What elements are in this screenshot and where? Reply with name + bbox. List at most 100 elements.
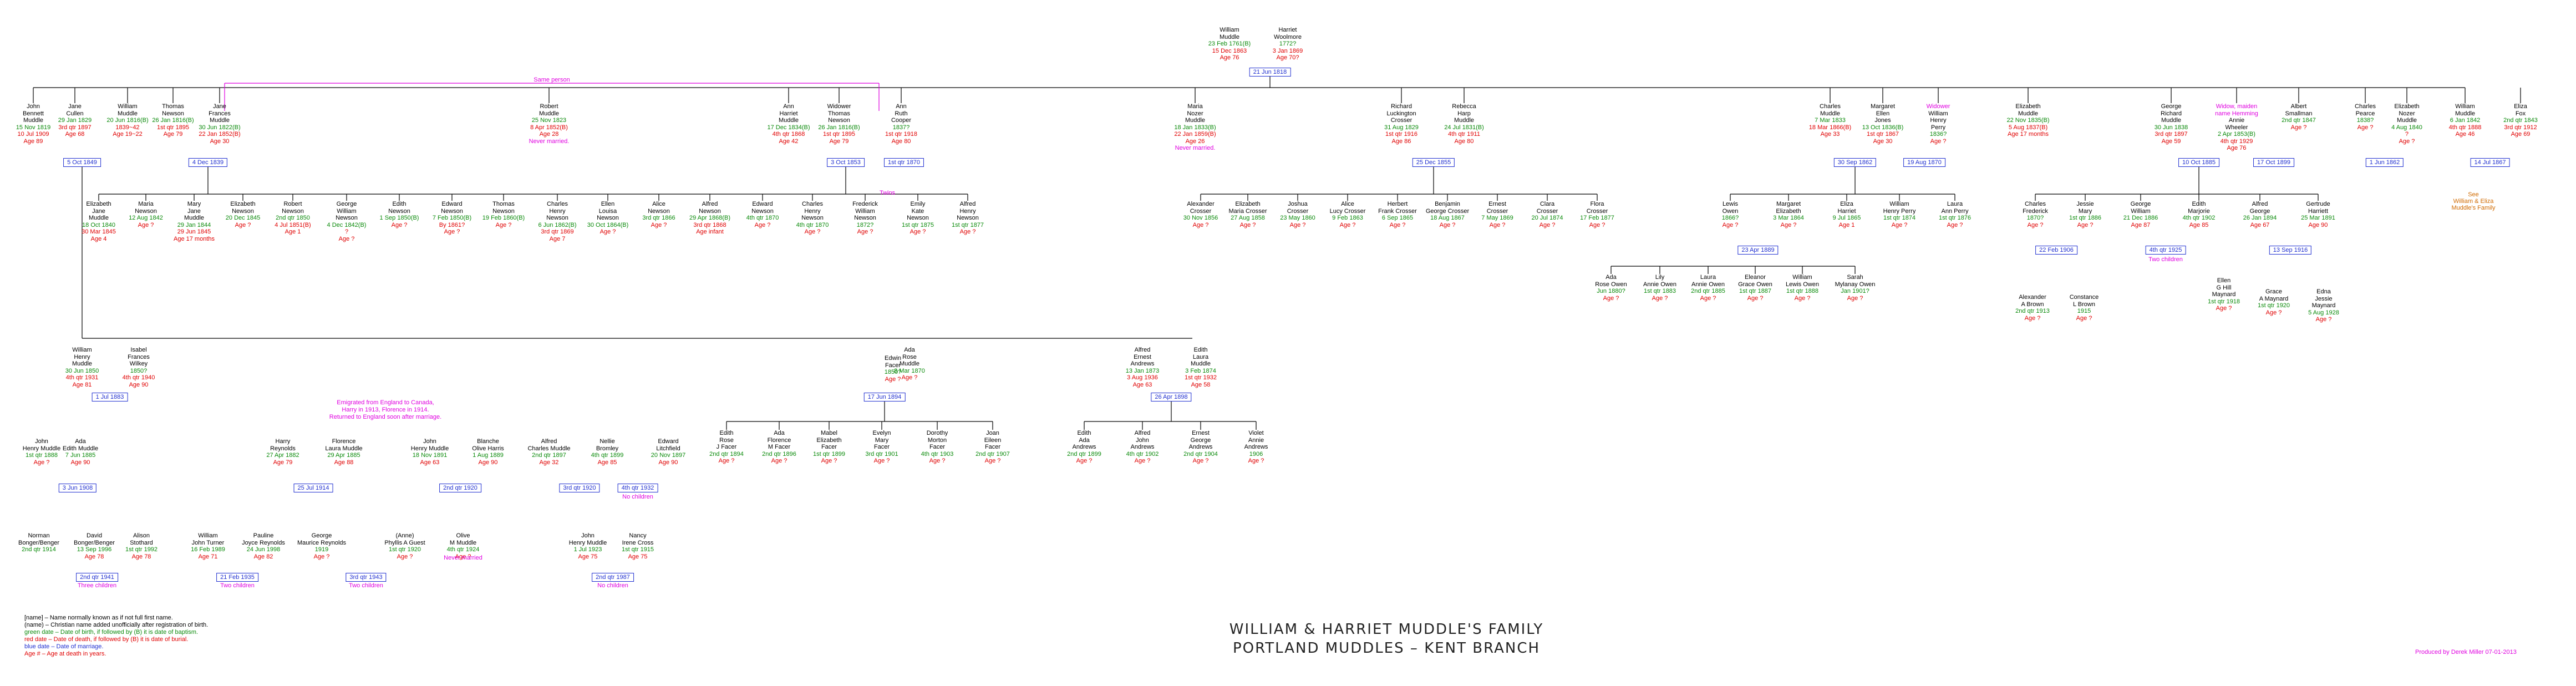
person-detail: Gertrude	[2306, 201, 2330, 207]
person-detail: Muddle	[1185, 117, 1206, 124]
person-detail: Facer	[821, 444, 837, 450]
person-detail: M Muddle	[449, 539, 477, 546]
person-detail: 5 Aug 1837(B)	[2008, 124, 2048, 131]
person-detail: 30 Mar 1845	[82, 228, 116, 235]
person-detail: Age ?	[1847, 294, 1863, 302]
marriage-date-box: 2nd qtr 1941	[76, 573, 118, 582]
person-detail: 2nd qtr 1899	[1067, 450, 1101, 458]
person-detail: 4th qtr 1888	[2448, 124, 2482, 131]
person-detail: Ellen	[1876, 110, 1890, 117]
person-detail: Alexander	[1187, 201, 1215, 207]
person-detail: Age 58	[1191, 381, 1211, 388]
person-detail: 1850?	[130, 367, 148, 374]
person-detail: Phyllis A Guest	[384, 539, 425, 546]
person-detail: Edwin	[885, 355, 901, 362]
person-detail: Newson	[441, 207, 463, 215]
person-detail: 10 Jul 1909	[17, 131, 49, 138]
person-detail: Bonger/Benger	[18, 539, 59, 546]
person-detail: 3rd qtr 1866	[642, 215, 675, 221]
person-detail: Mary	[875, 436, 889, 444]
marriage-date-box: 1 Jun 1862	[2365, 158, 2404, 167]
person-detail: Age ?	[1700, 294, 1716, 302]
person-detail: Edith	[1077, 430, 1091, 436]
person-detail: 1st qtr 1887	[1739, 288, 1772, 294]
person-detail: Muddle	[2396, 117, 2417, 124]
person-detail: 7 Mar 1833	[1815, 117, 1846, 124]
person-detail: 7 May 1869	[1481, 215, 1513, 221]
person-detail: Alfred	[2252, 201, 2268, 207]
person-detail: Edith	[392, 201, 407, 207]
person-detail: Joan	[986, 430, 999, 436]
person-detail: Age ?	[1539, 221, 1556, 228]
person-detail: Lucy Crosser	[1329, 207, 1366, 215]
person-detail: 26 Jan 1816(B)	[152, 117, 194, 124]
person-detail: Laura	[1700, 274, 1716, 281]
person-detail: Elizabeth	[1776, 207, 1801, 215]
person-detail: Luckington	[1386, 110, 1416, 117]
person-detail: 29 Jan 1829	[58, 117, 92, 124]
person-detail: Age ?	[1239, 221, 1256, 228]
person-detail: Henry Perry	[1883, 207, 1916, 215]
person-detail: Muddle	[1219, 33, 1240, 40]
person-detail: Age 79	[273, 459, 293, 466]
person-detail: Dorothy	[926, 430, 948, 436]
person-detail: Ada	[904, 347, 915, 353]
person-detail: 3rd qtr 1901	[865, 450, 898, 458]
person-detail: 2nd qtr 1904	[1183, 450, 1218, 458]
person-detail: Age 78	[131, 553, 151, 560]
person-detail: Jane	[68, 103, 82, 110]
person-detail: Age 17 months	[174, 235, 215, 242]
person-detail: Rebecca	[1452, 103, 1476, 110]
person-detail: Age ?	[885, 375, 901, 383]
person-detail: Marjorie	[2188, 207, 2210, 215]
person-detail: Ruth	[895, 110, 908, 117]
person-detail: John	[1136, 436, 1149, 444]
person-detail: Age ?	[1652, 294, 1668, 302]
person-detail: 25 Mar 1891	[2301, 215, 2335, 221]
person-detail: Age 79	[163, 131, 183, 138]
person-detail: Age 88	[334, 459, 354, 466]
person-detail: 26 Jan 1894	[2243, 215, 2277, 221]
marriage-date-box: 26 Apr 1898	[1151, 393, 1192, 402]
person-detail: J Facer	[716, 444, 737, 450]
annotation-note: Twins	[879, 190, 896, 196]
person-detail: Alice	[652, 201, 665, 207]
person-detail: 3 Jan 1869	[1272, 47, 1303, 54]
person-detail: Evelyn	[872, 430, 891, 436]
person-detail: 1850?	[884, 369, 902, 375]
person-detail: 1st qtr 1895	[822, 131, 856, 138]
person-detail: 6 Sep 1865	[1381, 215, 1414, 221]
person-detail: Joshua	[1288, 201, 1308, 207]
person-detail: Age 78	[84, 553, 104, 560]
person-detail: 31 Aug 1829	[1384, 124, 1419, 131]
person-detail: 1st qtr 1918	[885, 131, 918, 138]
person-detail: Jane	[213, 103, 226, 110]
person-detail: Crosser	[1190, 207, 1212, 215]
person-detail: Edward	[752, 201, 773, 207]
marriage-date-box: 17 Jun 1894	[863, 393, 906, 402]
person-detail: 4th qtr 1924	[446, 546, 480, 553]
person-detail: 1839~42	[115, 124, 140, 131]
person-detail: Muddle	[2161, 117, 2182, 124]
person-detail: Age ?	[235, 221, 251, 228]
person-detail: William	[72, 347, 92, 353]
person-detail: Age ?	[1891, 221, 1908, 228]
person-detail: 1872?	[856, 221, 874, 228]
person-detail: Muddle	[2018, 110, 2039, 117]
